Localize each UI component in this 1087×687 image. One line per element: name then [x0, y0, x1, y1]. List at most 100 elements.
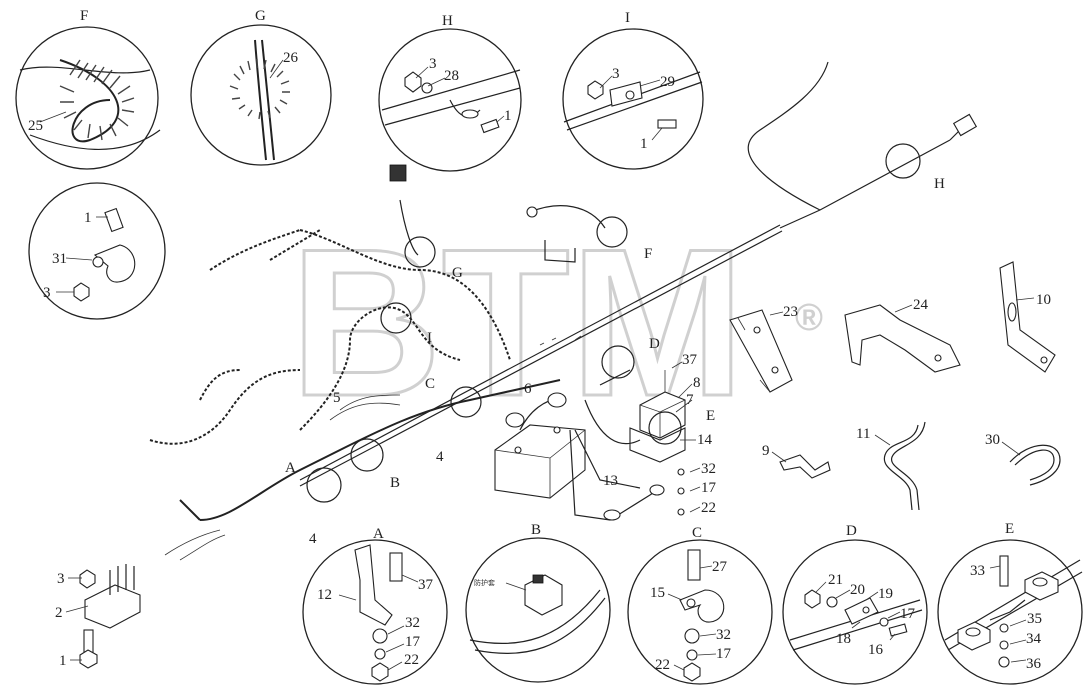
bracket-23: [729, 309, 793, 393]
detail-a: A 12 37 32 17 22: [302, 526, 448, 685]
bracket-icon: [844, 304, 961, 373]
callout-d-16: 16: [868, 642, 884, 658]
detail-d: D 21 20 19 17 18 16: [782, 523, 928, 685]
mount-bracket-icon: [354, 544, 393, 626]
main-label-14: 14: [697, 432, 713, 448]
detail-h: H 3 28 1: [378, 13, 522, 172]
callout-26: 26: [283, 50, 299, 66]
bolt-icon: [888, 623, 908, 637]
ring-terminal-icon: [844, 597, 879, 625]
detail-d-title: D: [846, 523, 857, 539]
callout-c-32: 32: [716, 627, 731, 643]
detail-e-title: E: [1005, 521, 1014, 537]
main-label-6: 6: [524, 381, 532, 397]
callout-circle-f: [596, 216, 628, 248]
callout-a-37: 37: [418, 577, 434, 593]
main-label-e: E: [706, 408, 715, 424]
nut-icon: [79, 569, 96, 589]
main-label-f: F: [644, 246, 652, 262]
callout-i-29: 29: [660, 74, 675, 90]
detail-clamp: 1 31 3: [28, 182, 166, 320]
callout-clamp-31: 31: [52, 251, 67, 267]
protective-sleeve-icon: [524, 574, 563, 616]
part-24: 24: [844, 297, 961, 373]
callout-e-34: 34: [1026, 631, 1042, 647]
main-label-4b: 4: [309, 531, 317, 547]
bracket-icon: [999, 261, 1056, 373]
callout-h-1: 1: [504, 108, 512, 124]
detail-e: E 33 35 34 36: [937, 521, 1083, 685]
main-label-23: 23: [783, 304, 798, 320]
callout-circle-e: [648, 411, 682, 445]
callout-9: 9: [762, 443, 770, 459]
spiral-wrap-f: [59, 59, 135, 141]
bolt-icon: [687, 549, 701, 581]
nut-icon: [73, 282, 90, 302]
callout-30: 30: [985, 432, 1000, 448]
main-label-a: A: [285, 460, 296, 476]
watermark-registered-mark: ®: [795, 297, 823, 339]
callout-e-33: 33: [970, 563, 985, 579]
main-label-7: 7: [686, 392, 694, 408]
callout-circle-i: [380, 302, 412, 334]
callout-h-28: 28: [444, 68, 459, 84]
callout-a-17: 17: [405, 634, 421, 650]
washer-icon: [826, 596, 838, 608]
callout-bracket-2: 2: [55, 605, 63, 621]
callout-11: 11: [856, 426, 870, 442]
washer-icon: [684, 628, 700, 644]
washer-icon: [372, 628, 388, 644]
main-label-c: C: [425, 376, 435, 392]
bracket-assembly-123: 3 2 1: [55, 564, 141, 669]
callout-circle-g: [404, 236, 436, 268]
part-11: 11: [856, 421, 926, 511]
callout-24: 24: [913, 297, 929, 313]
callout-a-12: 12: [317, 587, 332, 603]
detail-c-title: C: [692, 525, 702, 541]
bolt-icon: [480, 118, 500, 134]
main-label-13: 13: [603, 473, 618, 489]
nut-icon: [683, 662, 701, 682]
callout-e-35: 35: [1027, 611, 1042, 627]
nut-icon: [587, 80, 604, 100]
callout-clamp-3: 3: [43, 285, 51, 301]
detail-b: B 防护套: [465, 522, 611, 683]
callout-bracket-1: 1: [59, 653, 67, 669]
part-10: 10: [999, 261, 1056, 373]
callout-circle-a: [306, 467, 342, 503]
main-label-i: I: [427, 330, 432, 346]
main-label-4a: 4: [436, 449, 444, 465]
callout-d-19: 19: [878, 586, 893, 602]
callout-circle-c: [450, 386, 482, 418]
detail-f: F 25: [15, 8, 161, 170]
bolt-icon: [104, 207, 124, 233]
detail-c: C 27 15 32 17 22: [627, 525, 773, 685]
callout-circle-h: [885, 143, 921, 179]
callout-d-17: 17: [900, 606, 916, 622]
washer-icon: [999, 623, 1009, 633]
btm-watermark: BTM ®: [289, 204, 824, 442]
detail-clamp-circle: [28, 182, 166, 320]
callout-circle-d: [601, 345, 635, 379]
nut-icon: [998, 656, 1010, 668]
detail-f-title: F: [80, 8, 88, 24]
washer-icon: [879, 617, 889, 627]
main-label-d: D: [649, 336, 660, 352]
main-label-g: G: [452, 265, 463, 281]
washer-icon: [999, 640, 1009, 650]
main-label-17: 17: [701, 480, 717, 496]
washer-icon: [686, 649, 698, 661]
detail-f-circle: [15, 26, 159, 170]
callout-i-3: 3: [612, 66, 620, 82]
part-9: 9: [762, 443, 831, 479]
detail-g: G 26: [190, 8, 332, 166]
callout-c-22: 22: [655, 657, 670, 673]
washer-icon: [374, 648, 386, 660]
callout-h-3: 3: [429, 56, 437, 72]
part-30: 30: [985, 432, 1061, 486]
main-label-h: H: [934, 176, 945, 192]
callout-d-21: 21: [828, 572, 843, 588]
callout-c-15: 15: [650, 585, 665, 601]
callout-b-note: 防护套: [474, 578, 495, 587]
